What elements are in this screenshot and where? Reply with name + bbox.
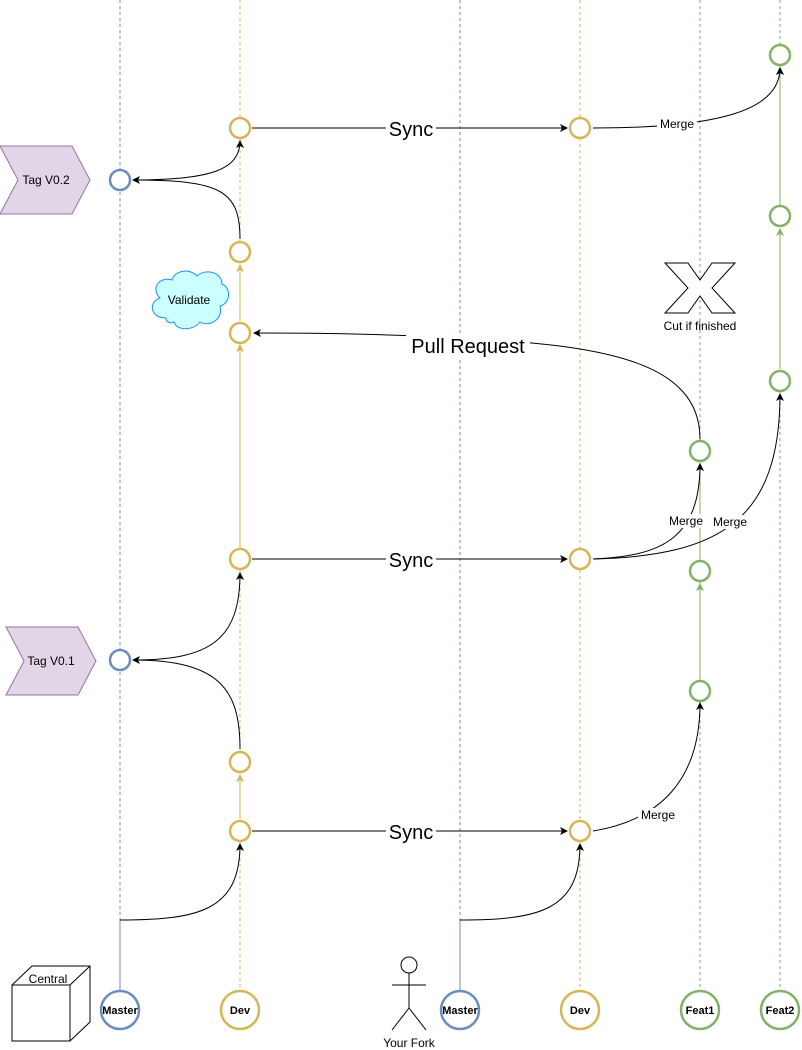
merge-arrow-feat2: [592, 393, 784, 560]
lane-label-fork-dev: Dev: [570, 1005, 591, 1017]
lane-header-fork-dev: [559, 989, 601, 1031]
central-actor: Central: [11, 965, 91, 1042]
arrow-labels: Sync Sync Sync Pull Request Merge Merge …: [386, 116, 750, 844]
commit-central-dev: [228, 116, 252, 140]
commit-central-dev: [228, 750, 252, 774]
merge-label-feat2: Merge: [713, 515, 747, 529]
cloud-shape: [151, 270, 229, 330]
lane-header-fork-master: [439, 989, 481, 1031]
merge-label-bottom: Merge: [641, 808, 675, 822]
backmerge-arrow-v01: [132, 572, 244, 661]
branch-arrow-central: [119, 843, 244, 921]
stick-figure-icon: [391, 956, 427, 1031]
tag-label-v01: Tag V0.1: [27, 654, 75, 668]
validate-label: Validate: [168, 293, 211, 307]
pull-request-label: Pull Request: [411, 336, 525, 358]
sync-label-top: Sync: [389, 119, 433, 141]
branch-arrow-fork: [459, 843, 584, 921]
tag-v02: Tag V0.2: [0, 145, 91, 215]
cut-label: Cut if finished: [664, 319, 737, 333]
lane-label-central-master: Master: [102, 1005, 138, 1017]
sync-label-bottom: Sync: [389, 822, 433, 844]
commit-feat1: [688, 559, 712, 583]
commit-feat2: [768, 369, 792, 393]
tag-v01: Tag V0.1: [5, 626, 97, 696]
tag-label-v02: Tag V0.2: [22, 173, 70, 187]
commit-fork-dev: [568, 116, 592, 140]
lane-header-feat2: [759, 989, 801, 1031]
lane-header-central-master: [99, 989, 141, 1031]
commit-fork-dev: [568, 819, 592, 843]
commit-fork-dev: [568, 547, 592, 571]
sync-label-middle: Sync: [389, 550, 433, 572]
commit-central-master-v01: [108, 648, 132, 672]
backmerge-arrow-v02: [132, 140, 244, 181]
lane-lines: [119, 0, 781, 990]
merge-label-feat1: Merge: [669, 514, 703, 528]
lane-headers: Master Dev Master Dev Feat1 Feat2: [99, 989, 801, 1031]
merge-arrow-bottom: [592, 702, 704, 832]
lane-header-feat1: [679, 989, 721, 1031]
your-fork-label: Your Fork: [383, 1036, 436, 1050]
your-fork-actor: Your Fork: [383, 956, 436, 1050]
commit-feat1: [688, 439, 712, 463]
commit-central-master-v02: [108, 168, 132, 192]
commit-feat2: [768, 43, 792, 67]
lane-label-central-dev: Dev: [230, 1005, 251, 1017]
commit-central-dev: [228, 240, 252, 264]
validate-cloud: Validate: [151, 270, 229, 330]
commit-feat2: [768, 204, 792, 228]
lane-header-central-dev: [219, 989, 261, 1031]
commits: [108, 43, 792, 843]
commit-central-dev: [228, 547, 252, 571]
release-arrow-v01: [132, 656, 241, 750]
merge-label-top: Merge: [660, 117, 694, 131]
merge-arrow-top: [592, 67, 784, 129]
tag-shape-v01: [5, 626, 97, 696]
release-arrow-v02: [132, 176, 241, 240]
cut-mark: Cut if finished: [663, 262, 737, 333]
cube-icon: [11, 965, 91, 1042]
commit-central-dev: [228, 819, 252, 843]
commit-feat1: [688, 679, 712, 703]
flow-arrows: [119, 67, 784, 921]
x-mark-icon: [663, 262, 737, 314]
merge-arrow-feat1: [592, 463, 704, 560]
central-label: Central: [29, 972, 68, 986]
lane-label-feat2: Feat2: [766, 1005, 795, 1017]
lane-label-fork-master: Master: [442, 1005, 478, 1017]
lane-label-feat1: Feat1: [686, 1005, 715, 1017]
commit-central-dev: [228, 321, 252, 345]
tag-shape-v02: [0, 145, 91, 215]
